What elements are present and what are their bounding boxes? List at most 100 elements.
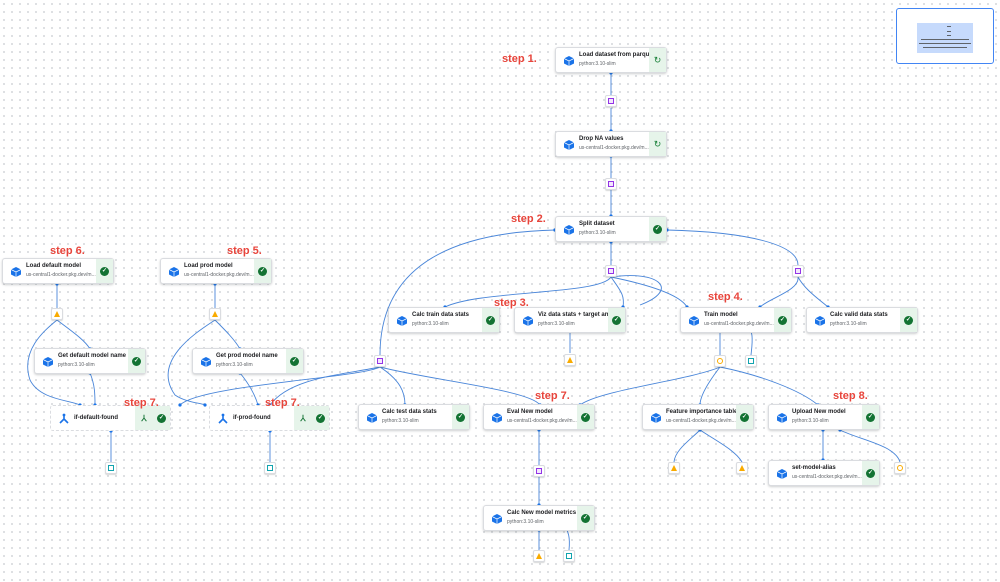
dataset-artifact[interactable] <box>792 265 804 277</box>
dataset-artifact[interactable] <box>605 265 617 277</box>
model-artifact[interactable] <box>564 354 576 366</box>
node-load-dataset[interactable]: Load dataset from parquet python:3.10-sl… <box>555 47 667 73</box>
node-subtitle: us-central1-docker.pkg.dev/m... <box>792 474 862 480</box>
dataset-icon <box>536 468 542 474</box>
node-title: Calc New model metrics <box>507 510 577 516</box>
node-subtitle: python:3.10-slim <box>216 362 253 368</box>
node-title: Viz data stats + target an... <box>538 312 614 318</box>
minimap-viewport[interactable] <box>917 23 973 53</box>
node-subtitle: us-central1-docker.pkg.dev/m... <box>704 321 774 327</box>
node-feature-importance[interactable]: Feature importance table us-central1-doc… <box>642 404 754 430</box>
dataset-icon <box>608 268 614 274</box>
model-artifact[interactable] <box>209 308 221 320</box>
model-artifact[interactable] <box>51 308 63 320</box>
success-check-icon: ✓ <box>312 406 329 430</box>
minimap-node <box>947 26 951 27</box>
minimap[interactable] <box>896 8 994 64</box>
node-title: Calc test data stats <box>382 409 437 415</box>
component-cube-icon <box>776 469 788 479</box>
minimap-node <box>923 47 967 48</box>
model-triangle-icon <box>54 311 60 317</box>
lightbulb-icon <box>717 358 723 364</box>
step-label: step 7. <box>124 397 159 409</box>
node-calc-valid-stats[interactable]: Calc valid data stats python:3.10-slim ✓ <box>806 307 918 333</box>
component-cube-icon <box>491 413 503 423</box>
node-calc-train-stats[interactable]: Calc train data stats python:3.10-slim ✓ <box>388 307 500 333</box>
component-cube-icon <box>650 413 662 423</box>
node-drop-na[interactable]: Drop NA values us-central1-docker.pkg.de… <box>555 131 667 157</box>
metrics-chart-icon <box>267 465 273 471</box>
component-cube-icon <box>366 413 378 423</box>
node-subtitle: python:3.10-slim <box>830 321 867 327</box>
node-get-default-model-name[interactable]: Get default model name python:3.10-slim … <box>34 348 146 374</box>
dataset-artifact[interactable] <box>605 178 617 190</box>
component-cube-icon <box>10 267 22 277</box>
node-viz-data-stats[interactable]: Viz data stats + target an... python:3.1… <box>514 307 626 333</box>
node-calc-new-model-metrics[interactable]: Calc New model metrics python:3.10-slim … <box>483 505 595 531</box>
step-label: step 7. <box>265 397 300 409</box>
node-subtitle: python:3.10-slim <box>792 418 829 424</box>
component-cube-icon <box>491 514 503 524</box>
node-subtitle: us-central1-docker.pkg.dev/m... <box>26 272 96 278</box>
condition-title: if-prod-found <box>233 415 271 421</box>
success-check-icon: ✓ <box>577 506 594 530</box>
success-check-icon: ✓ <box>862 461 879 485</box>
success-check-icon: ✓ <box>577 405 594 429</box>
component-cube-icon <box>776 413 788 423</box>
success-check-icon: ✓ <box>452 405 469 429</box>
node-upload-new-model[interactable]: Upload New model python:3.10-slim ✓ <box>768 404 880 430</box>
metrics-chart-icon <box>108 465 114 471</box>
dataset-icon <box>608 181 614 187</box>
node-load-default-model[interactable]: Load default model us-central1-docker.pk… <box>2 258 114 284</box>
condition-if-prod-found[interactable]: if-prod-found ✓ <box>209 405 330 431</box>
metrics-artifact[interactable] <box>264 462 276 474</box>
model-triangle-icon <box>567 357 573 363</box>
metrics-artifact[interactable] <box>563 550 575 562</box>
model-artifact[interactable] <box>736 462 748 474</box>
node-train-model[interactable]: Train model us-central1-docker.pkg.dev/m… <box>680 307 792 333</box>
node-title: Drop NA values <box>579 136 624 142</box>
dataset-icon <box>377 358 383 364</box>
node-get-prod-model-name[interactable]: Get prod model name python:3.10-slim ✓ <box>192 348 304 374</box>
node-load-prod-model[interactable]: Load prod model us-central1-docker.pkg.d… <box>160 258 272 284</box>
node-subtitle: python:3.10-slim <box>507 519 544 525</box>
node-subtitle: us-central1-docker.pkg.dev/m... <box>184 272 254 278</box>
dataset-icon <box>608 98 614 104</box>
dataset-artifact[interactable] <box>533 465 545 477</box>
node-title: Load dataset from parquet <box>579 52 655 58</box>
metrics-artifact[interactable] <box>745 355 757 367</box>
success-check-icon: ✓ <box>900 308 917 332</box>
step-label: step 8. <box>833 390 868 402</box>
minimap-node <box>921 39 969 40</box>
node-title: Train model <box>704 312 738 318</box>
lightbulb-icon <box>897 465 903 471</box>
node-eval-new-model[interactable]: Eval New model us-central1-docker.pkg.de… <box>483 404 595 430</box>
success-check-icon: ✓ <box>862 405 879 429</box>
metrics-artifact[interactable] <box>105 462 117 474</box>
model-bulb-artifact[interactable] <box>714 355 726 367</box>
step-label: step 7. <box>535 390 570 402</box>
component-cube-icon <box>563 140 575 150</box>
node-calc-test-stats[interactable]: Calc test data stats python:3.10-slim ✓ <box>358 404 470 430</box>
node-title: Split dataset <box>579 221 615 227</box>
condition-if-default-found[interactable]: if-default-found ✓ <box>50 405 171 431</box>
model-triangle-icon <box>536 553 542 559</box>
dataset-artifact[interactable] <box>374 355 386 367</box>
node-set-model-alias[interactable]: set-model-alias us-central1-docker.pkg.d… <box>768 460 880 486</box>
node-split-dataset[interactable]: Split dataset python:3.10-slim ✓ <box>555 216 667 242</box>
node-subtitle: python:3.10-slim <box>538 321 575 327</box>
node-title: Feature importance table <box>666 409 738 415</box>
model-bulb-artifact[interactable] <box>894 462 906 474</box>
success-check-icon: ✓ <box>482 308 499 332</box>
model-triangle-icon <box>671 465 677 471</box>
model-artifact[interactable] <box>533 550 545 562</box>
dataset-artifact[interactable] <box>605 95 617 107</box>
success-check-icon: ✓ <box>649 217 666 241</box>
component-cube-icon <box>42 357 54 367</box>
success-check-icon: ✓ <box>96 259 113 283</box>
minimap-node <box>947 31 951 32</box>
model-artifact[interactable] <box>668 462 680 474</box>
node-subtitle: python:3.10-slim <box>412 321 449 327</box>
